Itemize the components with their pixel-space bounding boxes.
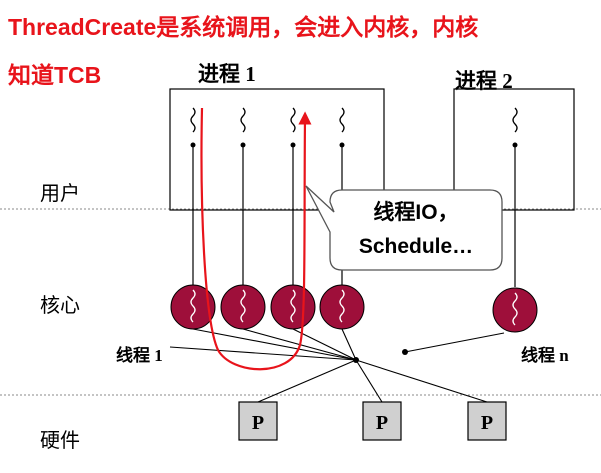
scheduler-links — [169, 328, 505, 403]
title-line-2: 知道TCB — [8, 62, 102, 88]
user-thread-4 — [339, 107, 345, 148]
kernel-thread-2 — [220, 284, 266, 330]
svg-text:P: P — [252, 412, 264, 434]
processor-3: P — [467, 401, 507, 441]
kernel-thread-3 — [270, 284, 316, 330]
user-thread-3 — [290, 107, 296, 148]
callout-bubble — [305, 185, 503, 271]
kernel-thread-1 — [170, 284, 216, 330]
processor-1: P — [238, 401, 278, 441]
kernel-thread-5 — [492, 287, 538, 333]
svg-text:P: P — [481, 412, 493, 434]
process-1-label: 进程 1 — [198, 62, 256, 86]
svg-text:P: P — [376, 412, 388, 434]
layer-label-kernel: 核心 — [40, 293, 80, 317]
thread-1-label: 线程 1 — [116, 346, 163, 365]
kernel-thread-4 — [319, 284, 365, 330]
syscall-arrow — [200, 107, 312, 371]
callout-line-1: 线程IO， — [373, 201, 459, 224]
process-2-box — [453, 88, 575, 211]
scheduler-dot-n — [402, 349, 408, 355]
user-thread-1 — [190, 107, 196, 148]
processor-2: P — [362, 401, 402, 441]
scheduler-hub — [353, 357, 359, 363]
layer-label-user: 用户 — [40, 181, 80, 205]
process-1-box — [169, 88, 385, 211]
user-thread-5 — [512, 107, 518, 148]
callout-text: 线程IO， Schedule… — [330, 196, 502, 264]
callout-line-2: Schedule… — [358, 235, 474, 258]
thread-n-label: 线程 n — [521, 346, 569, 365]
title-line-1: ThreadCreate是系统调用，会进入内核，内核 — [8, 14, 479, 40]
layer-label-hardware: 硬件 — [40, 428, 80, 452]
user-thread-2 — [240, 107, 246, 148]
